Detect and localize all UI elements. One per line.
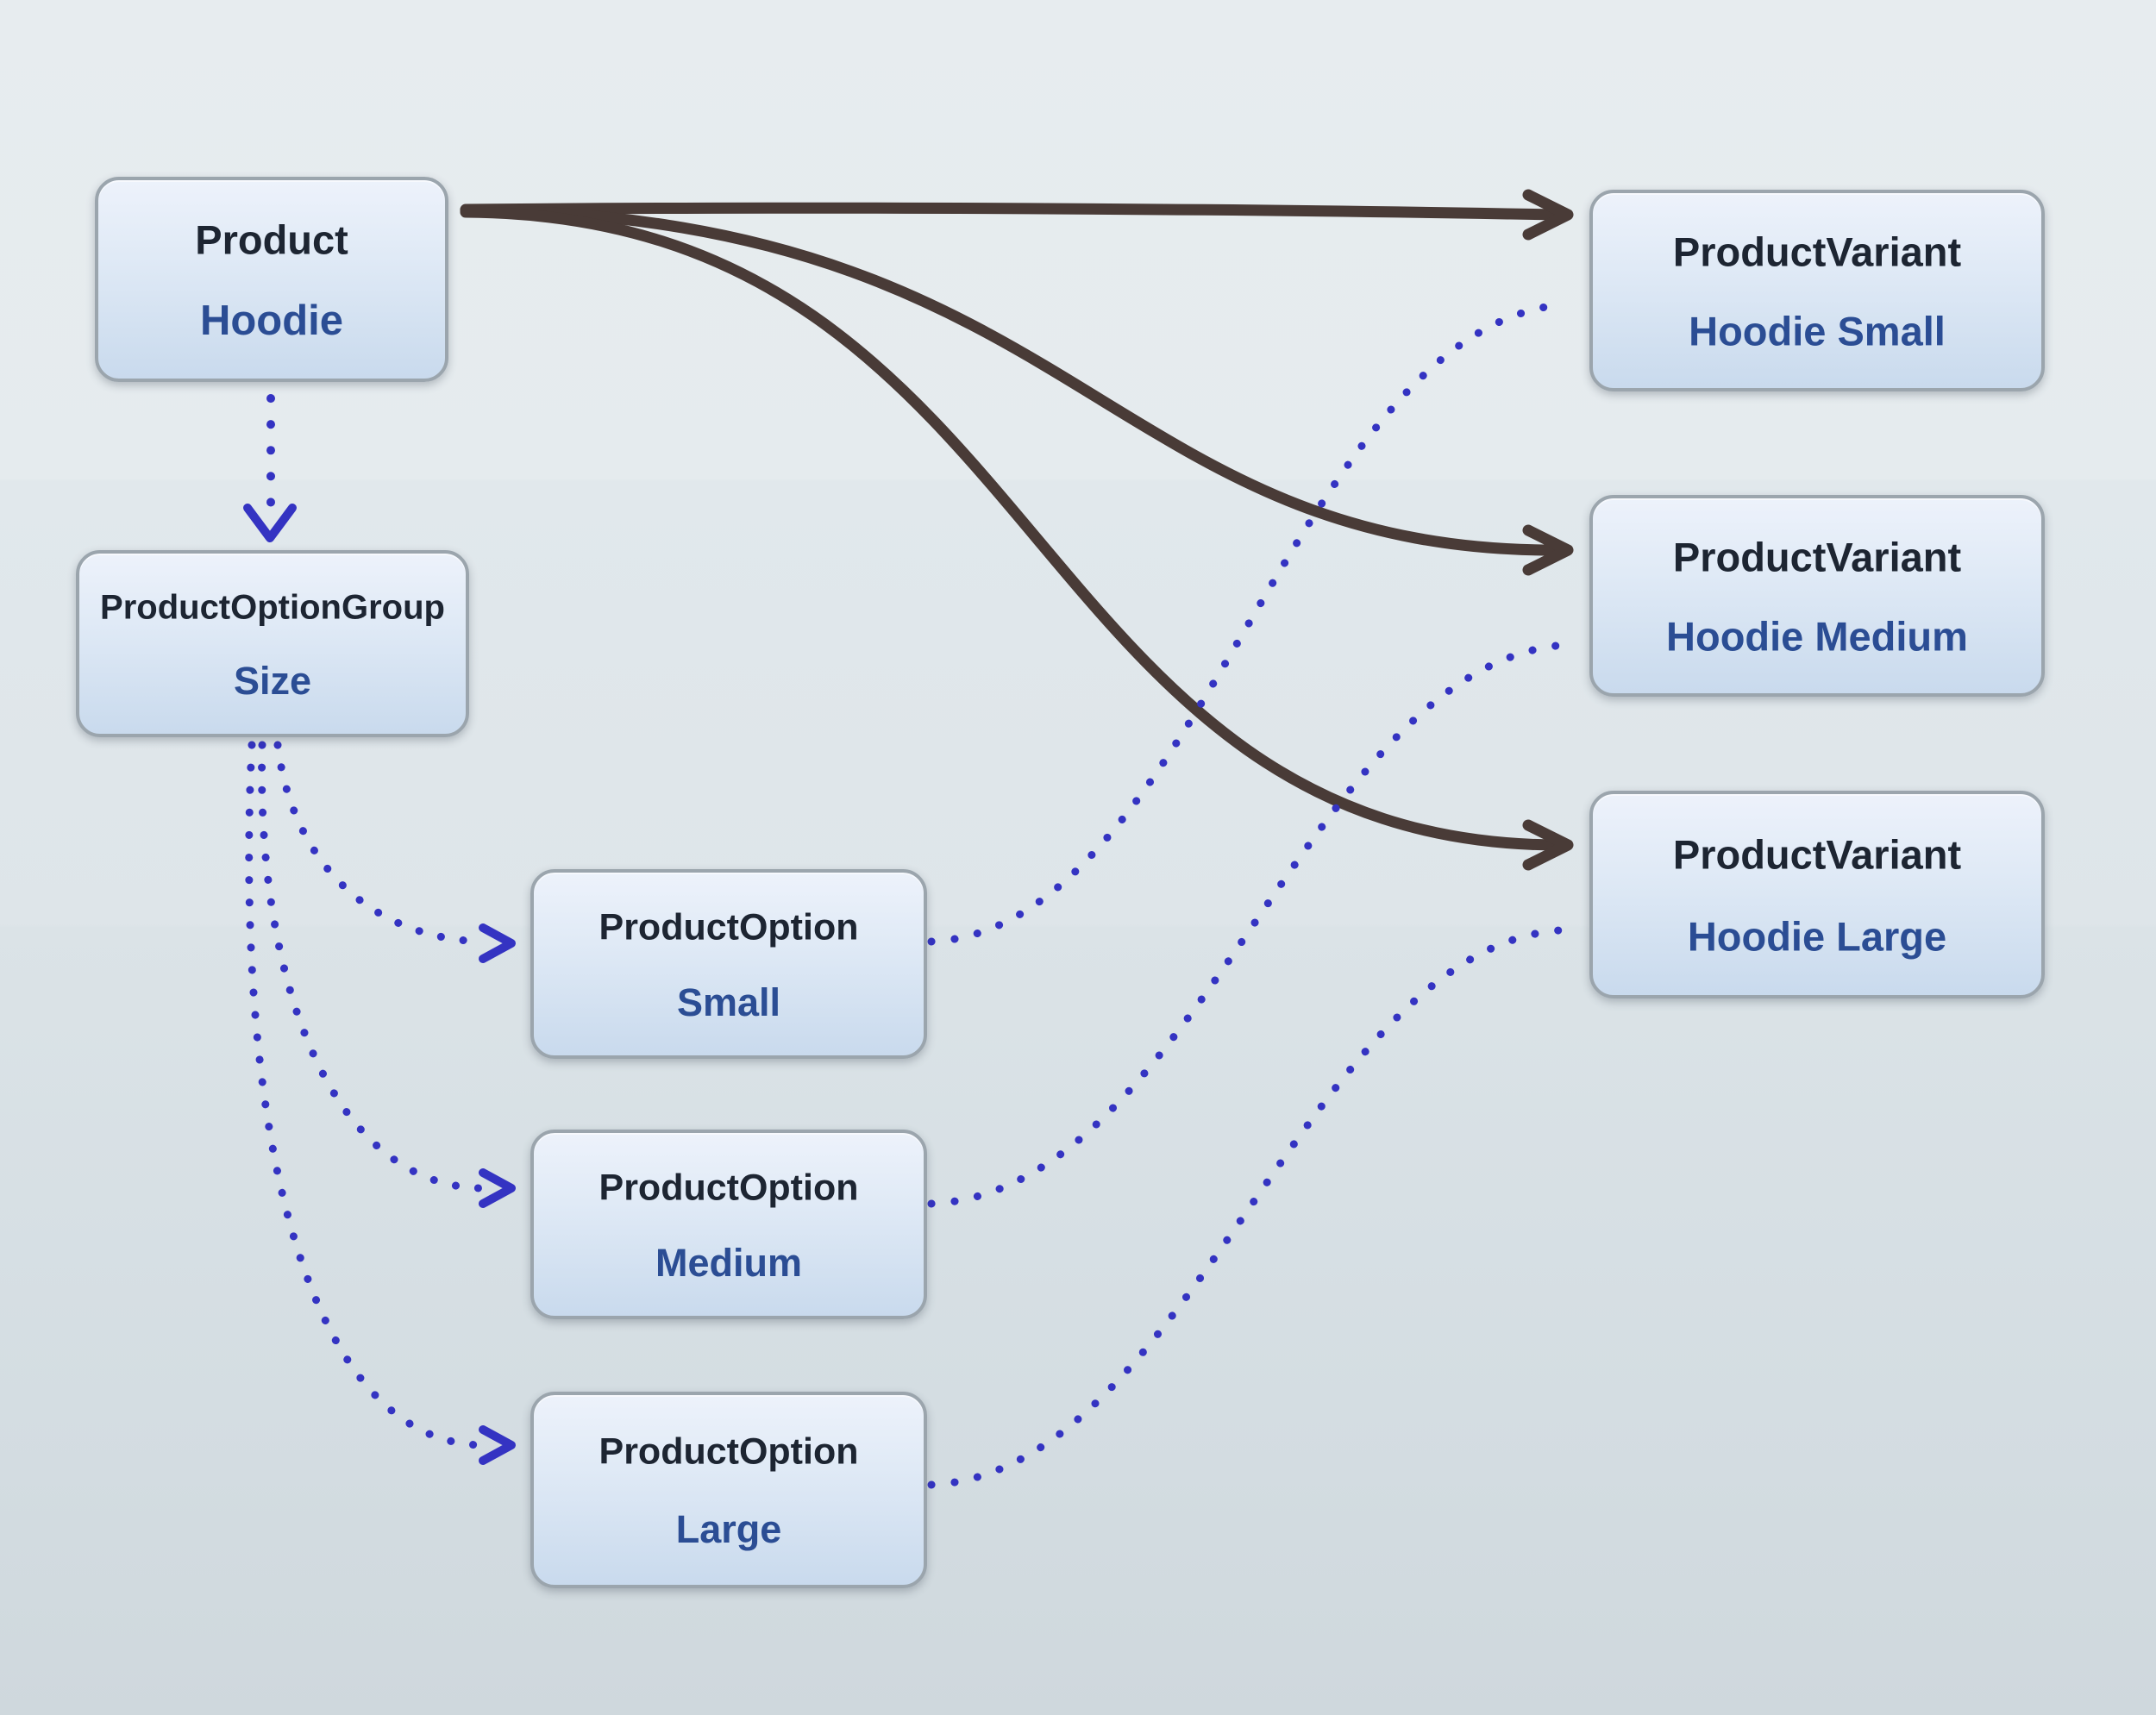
node-product: Product Hoodie	[95, 177, 448, 382]
edge-option-small-to-variant-small	[927, 300, 1569, 946]
entity-name-label: Hoodie Medium	[1666, 613, 1968, 660]
node-product-option-large: ProductOption Large	[530, 1392, 927, 1588]
entity-name-label: Hoodie	[199, 297, 344, 345]
arrowhead-variant-large	[1522, 819, 1574, 871]
entity-type-label: ProductOption	[599, 1167, 859, 1209]
entity-name-label: Hoodie Large	[1687, 913, 1947, 960]
node-product-variant-large: ProductVariant Hoodie Large	[1589, 791, 2045, 998]
node-product-variant-small: ProductVariant Hoodie Small	[1589, 190, 2045, 391]
edge-option-medium-to-variant-medium	[927, 641, 1569, 1208]
edge-group-to-option-large	[245, 741, 484, 1449]
arrowhead-option-large	[479, 1425, 516, 1465]
arrowhead-variant-medium	[1522, 524, 1574, 576]
entity-type-label: ProductVariant	[1672, 228, 1962, 275]
node-product-option-group: ProductOptionGroup Size	[76, 550, 469, 737]
entity-name-label: Large	[675, 1507, 782, 1552]
entity-name-label: Small	[676, 980, 781, 1024]
entity-type-label: ProductOption	[599, 906, 859, 948]
node-product-option-medium: ProductOption Medium	[530, 1130, 927, 1319]
edge-group-to-option-medium	[258, 741, 484, 1192]
arrowhead-variant-small	[1522, 189, 1574, 241]
entity-name-label: Size	[233, 659, 312, 704]
entity-type-label: ProductVariant	[1672, 534, 1962, 580]
entity-name-label: Medium	[655, 1240, 802, 1285]
node-product-variant-medium: ProductVariant Hoodie Medium	[1589, 495, 2045, 697]
edge-group-to-option-small	[273, 741, 484, 946]
edge-product-to-variant-large	[460, 206, 1564, 851]
edge-product-to-variant-small	[460, 202, 1564, 221]
arrowhead-option-medium	[479, 1168, 516, 1208]
entity-type-label: ProductVariant	[1672, 831, 1962, 878]
entity-type-label: Product	[195, 216, 348, 263]
node-product-option-small: ProductOption Small	[530, 869, 927, 1059]
entity-type-label: ProductOptionGroup	[100, 588, 445, 627]
edge-option-large-to-variant-large	[927, 926, 1564, 1489]
arrowhead-option-group	[243, 504, 297, 542]
entity-type-label: ProductOption	[599, 1430, 859, 1473]
edge-product-to-variant-medium	[460, 204, 1564, 556]
arrowhead-option-small	[479, 923, 516, 963]
entity-name-label: Hoodie Small	[1689, 308, 1946, 354]
